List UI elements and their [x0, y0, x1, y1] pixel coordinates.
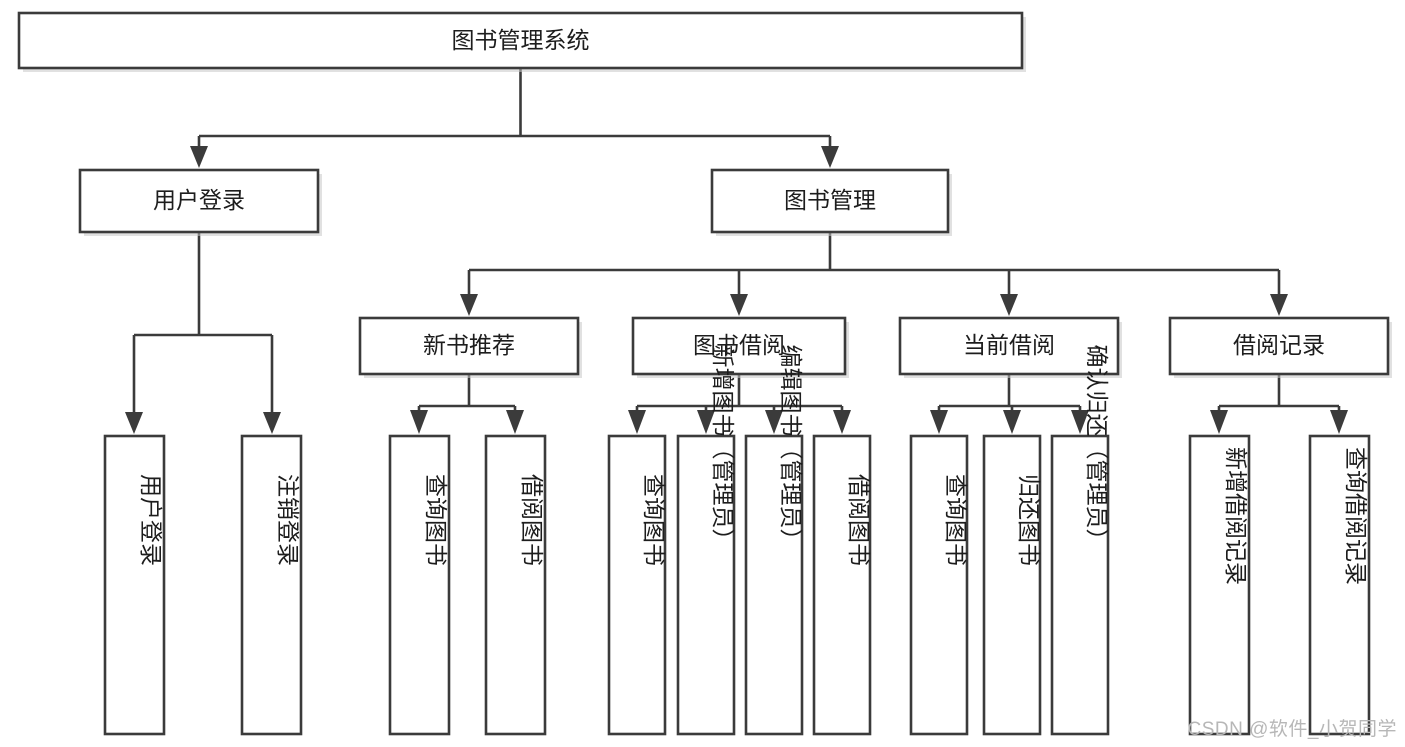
- node-leaf-query-borrow-record-box[interactable]: [1308, 434, 1371, 736]
- node-current-borrow-label: 当前借阅: [963, 332, 1055, 358]
- node-borrow-record-box[interactable]: [1168, 316, 1390, 376]
- node-user-login-box[interactable]: [78, 168, 320, 234]
- node-leaf-user-login-label: 用户登录: [138, 474, 164, 566]
- node-leaf-borrow-book-new-label: 借阅图书: [519, 474, 545, 566]
- node-leaf-logout-label: 注销登录: [275, 474, 301, 566]
- node-leaf-edit-book-admin-box[interactable]: [744, 434, 804, 736]
- node-user-login-label: 用户登录: [153, 187, 245, 213]
- connector-group-borrow-record: [1210, 374, 1348, 434]
- node-leaf-add-borrow-record-box[interactable]: [1188, 434, 1251, 736]
- node-leaf-user-login[interactable]: 用户登录: [103, 434, 166, 736]
- node-leaf-add-book-admin[interactable]: 新增图书（管理员）: [676, 345, 736, 736]
- node-leaf-query-book-current-box[interactable]: [909, 434, 969, 736]
- node-leaf-return-book[interactable]: 归还图书: [982, 434, 1042, 736]
- node-book-management-label: 图书管理: [784, 187, 876, 213]
- node-user-login[interactable]: 用户登录: [78, 168, 322, 236]
- node-leaf-return-book-label: 归还图书: [1016, 474, 1042, 566]
- node-new-book-recommend[interactable]: 新书推荐: [358, 316, 582, 378]
- arrow-nbr-to-query-icon: [410, 410, 428, 434]
- node-book-management-box[interactable]: [710, 168, 950, 234]
- node-leaf-query-book-borrow-box[interactable]: [607, 434, 667, 736]
- node-leaf-confirm-return-admin-label: 确认归还（管理员）: [1084, 345, 1110, 552]
- node-leaf-query-book-new[interactable]: 查询图书: [388, 434, 451, 736]
- csdn-watermark: CSDN @软件_小贺同学: [1187, 719, 1397, 740]
- node-leaf-confirm-return-admin-box[interactable]: [1050, 434, 1110, 736]
- node-book-borrow[interactable]: 图书借阅: [631, 316, 849, 378]
- node-new-book-recommend-label: 新书推荐: [423, 332, 515, 358]
- arrow-bb-to-borrow-icon: [833, 410, 851, 434]
- node-leaf-query-book-current[interactable]: 查询图书: [909, 434, 969, 736]
- arrow-bb-to-query-icon: [628, 410, 646, 434]
- connector-group-new-book-recommend: [410, 374, 524, 434]
- arrow-bb-to-add-icon: [697, 410, 715, 434]
- node-new-book-recommend-box[interactable]: [358, 316, 580, 376]
- node-leaf-edit-book-admin[interactable]: 编辑图书（管理员）: [744, 345, 804, 736]
- node-leaf-borrow-book-new[interactable]: 借阅图书: [484, 434, 547, 736]
- node-book-borrow-box[interactable]: [631, 316, 847, 376]
- arrow-root-to-book-management-icon: [821, 146, 839, 168]
- node-root[interactable]: 图书管理系统: [17, 11, 1026, 72]
- node-leaf-add-borrow-record[interactable]: 新增借阅记录: [1188, 434, 1251, 736]
- node-borrow-record-label: 借阅记录: [1233, 332, 1325, 358]
- node-leaf-borrow-book-new-box[interactable]: [484, 434, 547, 736]
- node-leaf-add-book-admin-box[interactable]: [676, 434, 736, 736]
- node-leaf-query-borrow-record[interactable]: 查询借阅记录: [1308, 434, 1371, 736]
- arrow-cb-to-return-icon: [1003, 410, 1021, 434]
- node-leaf-add-borrow-record-label: 新增借阅记录: [1223, 447, 1249, 585]
- arrow-br-to-add-icon: [1210, 410, 1228, 434]
- node-leaf-edit-book-admin-label: 编辑图书（管理员）: [778, 345, 804, 552]
- node-leaf-borrow-book[interactable]: 借阅图书: [812, 434, 872, 736]
- node-leaf-query-book-borrow-label: 查询图书: [641, 474, 667, 566]
- connector-group-root: [190, 68, 839, 168]
- node-current-borrow-box[interactable]: [898, 316, 1120, 376]
- node-leaf-query-borrow-record-label: 查询借阅记录: [1343, 447, 1369, 585]
- node-leaf-user-login-box[interactable]: [103, 434, 166, 736]
- node-current-borrow[interactable]: 当前借阅: [898, 316, 1122, 378]
- node-borrow-record[interactable]: 借阅记录: [1168, 316, 1392, 378]
- node-leaf-add-book-admin-label: 新增图书（管理员）: [710, 345, 736, 552]
- connector-group-current-borrow: [930, 374, 1089, 434]
- arrow-cb-to-confirm-icon: [1071, 410, 1089, 434]
- node-leaf-borrow-book-box[interactable]: [812, 434, 872, 736]
- node-leaf-logout[interactable]: 注销登录: [240, 434, 303, 736]
- node-leaf-query-book-borrow[interactable]: 查询图书: [607, 434, 667, 736]
- arrow-bm-to-book-borrow-icon: [730, 294, 748, 316]
- node-root-box[interactable]: [17, 11, 1024, 70]
- arrow-nbr-to-borrow-icon: [506, 410, 524, 434]
- arrow-ul-to-leaf-user-login-icon: [125, 412, 143, 434]
- arrow-bm-to-current-borrow-icon: [1000, 294, 1018, 316]
- node-book-management[interactable]: 图书管理: [710, 168, 952, 236]
- node-leaf-query-book-current-label: 查询图书: [943, 474, 969, 566]
- node-leaf-query-book-new-box[interactable]: [388, 434, 451, 736]
- arrow-br-to-query-icon: [1330, 410, 1348, 434]
- node-leaf-query-book-new-label: 查询图书: [423, 474, 449, 566]
- node-leaf-return-book-box[interactable]: [982, 434, 1042, 736]
- connector-group-book-management: [460, 232, 1288, 316]
- arrow-ul-to-leaf-logout-icon: [263, 412, 281, 434]
- arrow-root-to-user-login-icon: [190, 146, 208, 168]
- node-leaf-confirm-return-admin[interactable]: 确认归还（管理员）: [1050, 345, 1110, 736]
- connector-group-book-borrow: [628, 374, 851, 434]
- connector-group-user-login: [125, 232, 281, 434]
- node-book-borrow-label: 图书借阅: [693, 332, 785, 358]
- arrow-bm-to-borrow-record-icon: [1270, 294, 1288, 316]
- arrow-bm-to-new-book-icon: [460, 294, 478, 316]
- node-leaf-borrow-book-label: 借阅图书: [846, 474, 872, 566]
- arrow-bb-to-edit-icon: [765, 410, 783, 434]
- arrow-cb-to-query-icon: [930, 410, 948, 434]
- node-root-label: 图书管理系统: [452, 27, 590, 53]
- node-leaf-logout-box[interactable]: [240, 434, 303, 736]
